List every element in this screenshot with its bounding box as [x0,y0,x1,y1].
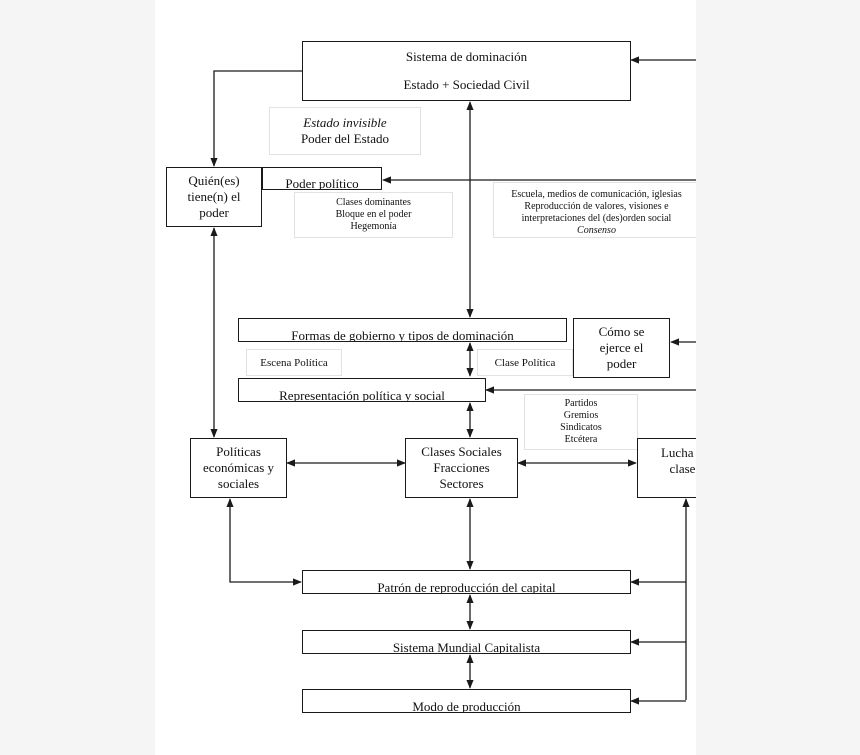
lucha-line2: clases [669,461,696,477]
clase-politica-note: Clase Política [477,349,573,376]
escuela-line1: Escuela, medios de comunicación, iglesia… [511,189,682,200]
lucha-clases-box: Lucha de clases [637,438,696,498]
politicas-line3: sociales [217,476,260,492]
como-line3: poder [606,356,637,372]
politicas-line2: económicas y [202,459,275,475]
modo-produccion-box: Modo de producción [302,689,631,713]
poder-estado-label: Poder del Estado [300,131,390,146]
escena-politica-note: Escena Política [246,349,342,376]
arrow-sistema-to-quien [210,70,302,167]
como-line1: Cómo se [598,323,645,339]
quien-tiene-poder-box: Quién(es) tiene(n) el poder [166,167,262,227]
politicas-box: Políticas económicas y sociales [190,438,287,498]
sistema-dominacion-title: Sistema de dominación [405,48,528,64]
partidos-note: Partidos Gremios Sindicatos Etcétera [524,394,638,450]
patron-reproduccion-box: Patrón de reproducción del capital [302,570,631,594]
estado-invisible-note: Estado invisible Poder del Estado [269,107,421,155]
clases-sociales-line1: Clases Sociales [421,443,502,459]
formas-gobierno-label: Formas de gobierno y tipos de dominación [291,327,514,342]
lucha-line1: Lucha de [660,445,696,460]
clases-sociales-line2: Fracciones [433,459,490,475]
escuela-line2: Reproducción de valores, visiones e [524,201,669,212]
estado-invisible-label: Estado invisible [303,115,387,130]
patron-reproduccion-label: Patrón de reproducción del capital [377,579,556,594]
representacion-label: Representación política y social [279,387,445,402]
escena-politica-label: Escena Política [260,356,328,369]
hegemonia-label: Hegemonía [350,221,397,232]
sindicatos-label: Sindicatos [560,422,602,433]
diagram-canvas: Sistema de dominación Estado + Sociedad … [155,0,696,755]
sistema-dominacion-subtitle: Estado + Sociedad Civil [403,77,530,92]
quien-line1: Quién(es) [188,172,240,188]
clases-dominantes-note: Clases dominantes Bloque en el poder Heg… [294,192,453,238]
poder-politico-box: Poder político [262,167,382,190]
consenso-label: Consenso [577,225,616,236]
escuela-line3: interpretaciones del (des)orden social [521,213,672,224]
clase-politica-label: Clase Política [494,356,556,369]
modo-produccion-label: Modo de producción [412,698,521,713]
quien-line3: poder [199,205,229,221]
clases-sociales-box: Clases Sociales Fracciones Sectores [405,438,518,498]
etcetera-label: Etcétera [564,434,598,445]
como-se-ejerce-box: Cómo se ejerce el poder [573,318,670,378]
partidos-label: Partidos [564,398,598,409]
representacion-box: Representación política y social [238,378,486,402]
escuela-medios-note: Escuela, medios de comunicación, iglesia… [493,182,696,238]
sistema-mundial-label: Sistema Mundial Capitalista [392,639,541,654]
sistema-dominacion-box: Sistema de dominación Estado + Sociedad … [302,41,631,101]
quien-line2: tiene(n) el [187,188,241,204]
sistema-mundial-box: Sistema Mundial Capitalista [302,630,631,654]
gremios-label: Gremios [563,410,599,421]
poder-politico-label: Poder político [285,175,359,190]
clases-dominantes-label: Clases dominantes [336,197,411,208]
como-line2: ejerce el [599,339,644,355]
arrow-politicas-patron [226,498,302,586]
politicas-line1: Políticas [216,443,261,459]
connector-lines [210,56,696,705]
bloque-poder-label: Bloque en el poder [335,209,412,220]
formas-gobierno-box: Formas de gobierno y tipos de dominación [238,318,567,342]
clases-sociales-line3: Sectores [439,476,484,492]
